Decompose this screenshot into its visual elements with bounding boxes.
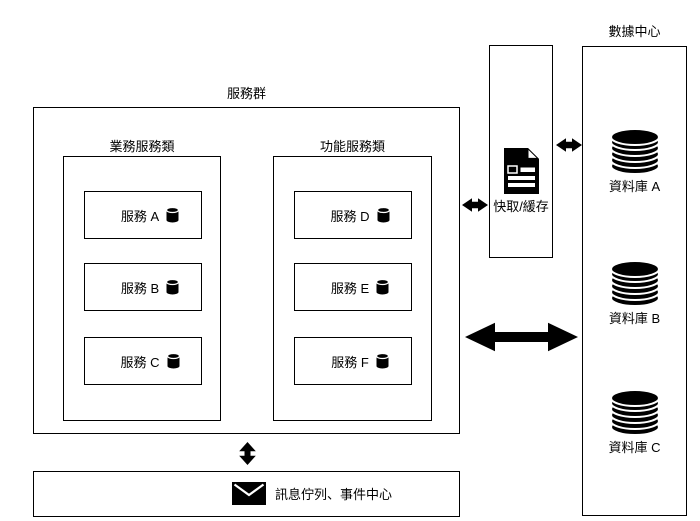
service-f-label: 服務 F xyxy=(331,354,369,370)
service-a-box: 服務 A xyxy=(84,191,202,239)
bidirectional-arrow-icon xyxy=(556,137,582,153)
service-d-box: 服務 D xyxy=(294,191,412,239)
message-queue-label: 訊息佇列、事件中心 xyxy=(275,487,393,502)
service-group-label: 服務群 xyxy=(226,86,266,101)
service-e-label: 服務 E xyxy=(330,280,370,296)
service-b-box: 服務 B xyxy=(84,263,202,311)
cache-label: 快取/緩存 xyxy=(493,199,549,214)
database-c-label: 資料庫 C xyxy=(608,440,661,455)
cache-box: 快取/緩存 xyxy=(489,45,553,258)
database-cylinder-icon xyxy=(166,207,180,223)
database-cylinder-icon xyxy=(376,279,390,295)
bidirectional-arrow-icon xyxy=(462,197,488,213)
database-b-label: 資料庫 B xyxy=(608,311,661,326)
database-stack-icon xyxy=(609,260,661,307)
database-stack-icon xyxy=(609,128,661,175)
database-cylinder-icon xyxy=(376,207,390,223)
service-b-label: 服務 B xyxy=(120,280,160,296)
business-class-label: 業務服務類 xyxy=(109,139,175,154)
function-class-label: 功能服務類 xyxy=(319,139,385,154)
service-c-box: 服務 C xyxy=(84,337,202,385)
database-stack-icon xyxy=(609,389,661,436)
database-a-label: 資料庫 A xyxy=(608,179,661,194)
data-center-label: 數據中心 xyxy=(608,24,661,39)
service-f-box: 服務 F xyxy=(294,337,412,385)
data-center-box: 資料庫 A 資料庫 B xyxy=(582,46,687,516)
database-cylinder-icon xyxy=(375,353,389,369)
service-c-label: 服務 C xyxy=(120,354,160,370)
message-queue-box: 訊息佇列、事件中心 xyxy=(33,471,460,517)
document-icon xyxy=(504,148,539,194)
service-d-label: 服務 D xyxy=(330,208,370,224)
database-cylinder-icon xyxy=(166,353,180,369)
bidirectional-arrow-icon xyxy=(239,442,256,465)
database-cylinder-icon xyxy=(166,279,180,295)
bidirectional-arrow-icon xyxy=(465,322,578,352)
envelope-icon xyxy=(232,482,266,505)
service-a-label: 服務 A xyxy=(120,208,160,224)
service-e-box: 服務 E xyxy=(294,263,412,311)
